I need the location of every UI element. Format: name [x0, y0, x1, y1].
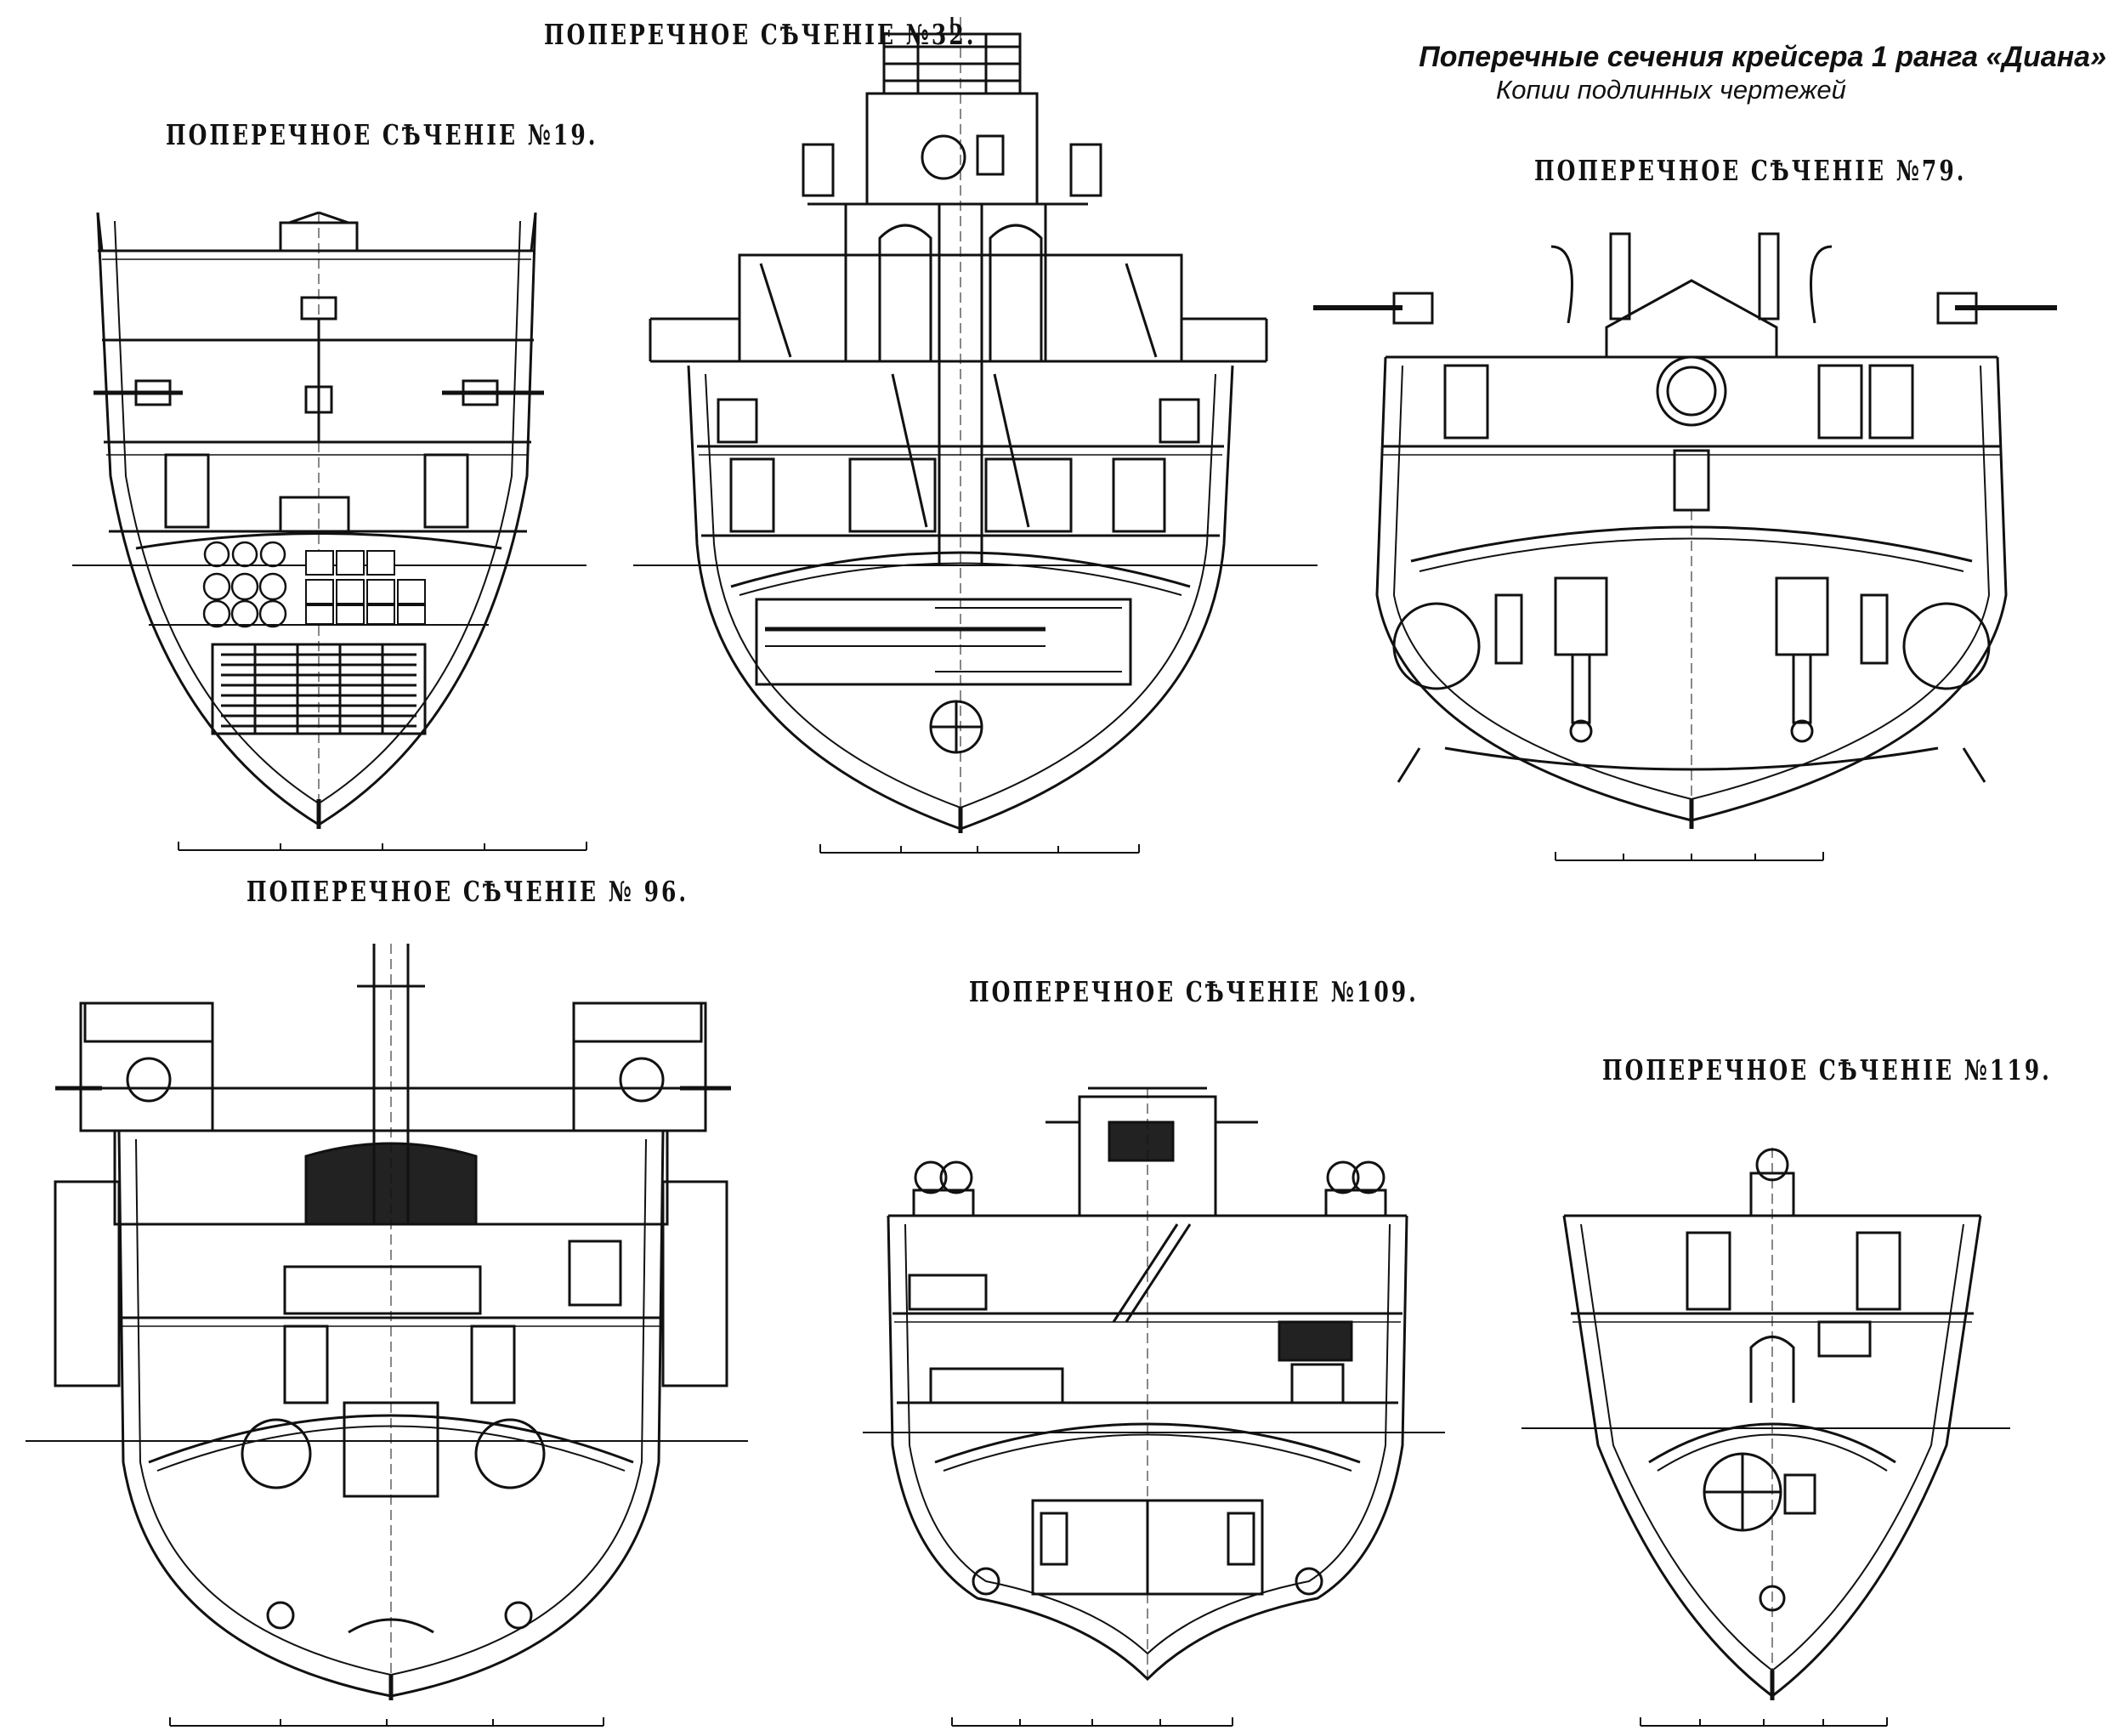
section-109-caption: ПОПЕРЕЧНОЕ СѢЧЕНІЕ №109.: [969, 976, 1419, 1008]
section-119-caption: ПОПЕРЕЧНОЕ СѢЧЕНІЕ №119.: [1602, 1054, 2052, 1086]
section-19-caption: ПОПЕРЕЧНОЕ СѢЧЕНІЕ №19.: [166, 119, 598, 151]
document-title: Поперечные сечения крейсера 1 ранга «Диа…: [1419, 41, 2106, 73]
section-79-caption: ПОПЕРЕЧНОЕ СѢЧЕНІЕ №79.: [1534, 155, 1967, 187]
section-96-caption: ПОПЕРЕЧНОЕ СѢЧЕНІЕ № 96.: [246, 876, 689, 908]
document-subtitle: Копии подлинных чертежей: [1496, 75, 1846, 105]
